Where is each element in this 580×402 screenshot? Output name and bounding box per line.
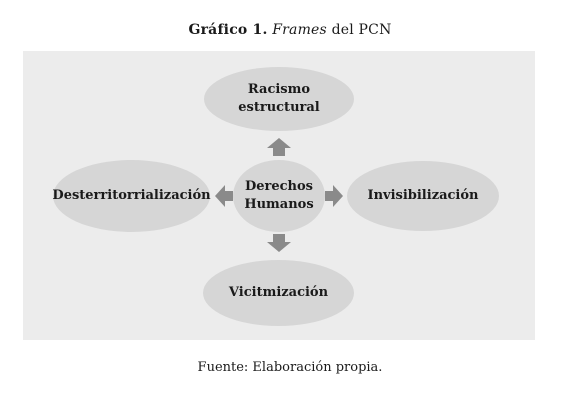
node-invisibilizacion: Invisibilización <box>347 161 499 231</box>
node-bottom-label: Vicitmización <box>228 285 329 300</box>
figure-source: Fuente: Elaboración propia. <box>197 360 383 375</box>
node-center-line1: Derechos <box>244 179 313 194</box>
node-derechos-humanos: Derechos Humanos <box>233 160 325 232</box>
figure-label: Gráfico 1. <box>188 22 268 38</box>
figure-title-italic: Frames <box>272 22 327 38</box>
figure-title-rest: del PCN <box>331 22 392 38</box>
node-center-line2: Humanos <box>244 197 314 212</box>
node-vicitmizacion: Vicitmización <box>203 260 354 326</box>
node-desterritorrializacion: Desterritorrialización <box>52 160 211 232</box>
node-top-line1: Racismo <box>247 82 311 97</box>
node-top-line2: estructural <box>238 100 320 115</box>
figure-title: Gráfico 1. Frames del PCN <box>0 22 580 38</box>
node-right-label: Invisibilización <box>367 188 479 203</box>
node-left-label: Desterritorrialización <box>52 188 211 203</box>
node-racismo-estructural: Racismo estructural <box>204 67 354 131</box>
